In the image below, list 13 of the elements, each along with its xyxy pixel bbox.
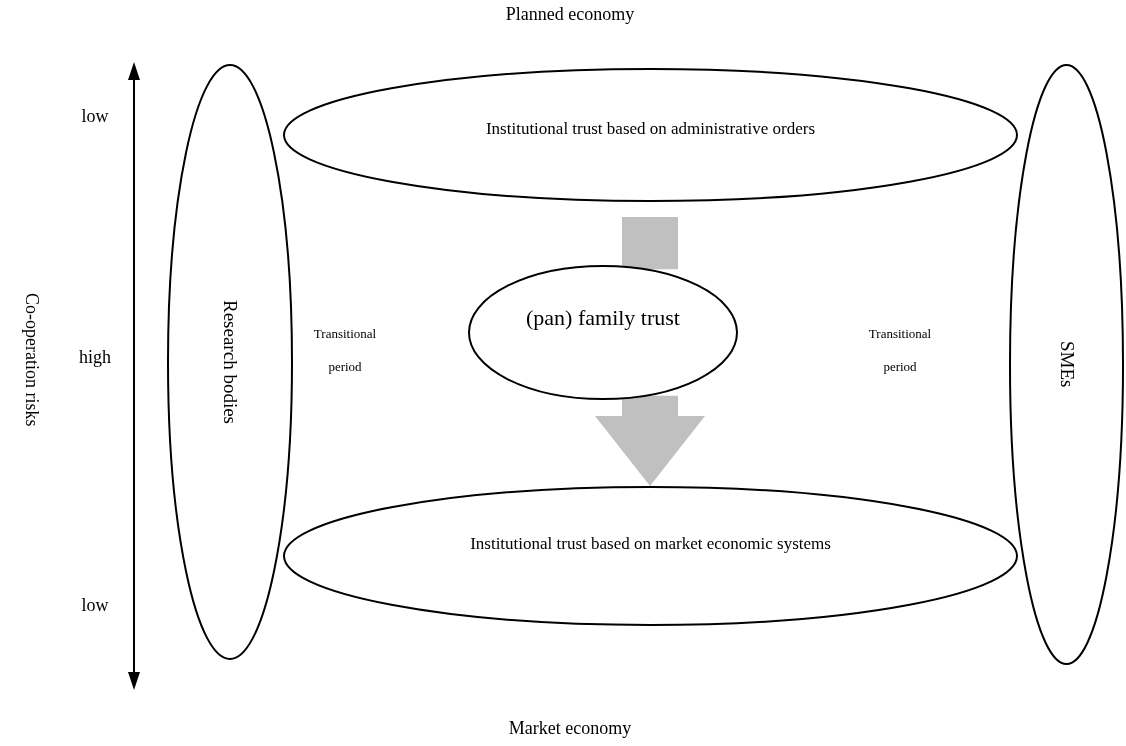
node-label: SMEs: [1055, 341, 1078, 388]
node-label: Institutional trust based on market economic systems: [470, 533, 831, 555]
node-label: (pan) family trust: [526, 305, 680, 332]
label-text: high: [78, 347, 112, 369]
label-text: Market economy: [507, 718, 633, 740]
node-label: Institutional trust based on administrative orders: [485, 118, 816, 140]
label-text: Co-operation risks: [21, 292, 42, 429]
label-text: Transitional period: [312, 325, 378, 376]
label-text: low: [80, 595, 110, 617]
label-text: low: [80, 106, 110, 128]
node-label: Research bodies: [219, 300, 242, 424]
label-text: Transitional period: [867, 325, 933, 376]
label-text: Planned economy: [504, 4, 636, 26]
